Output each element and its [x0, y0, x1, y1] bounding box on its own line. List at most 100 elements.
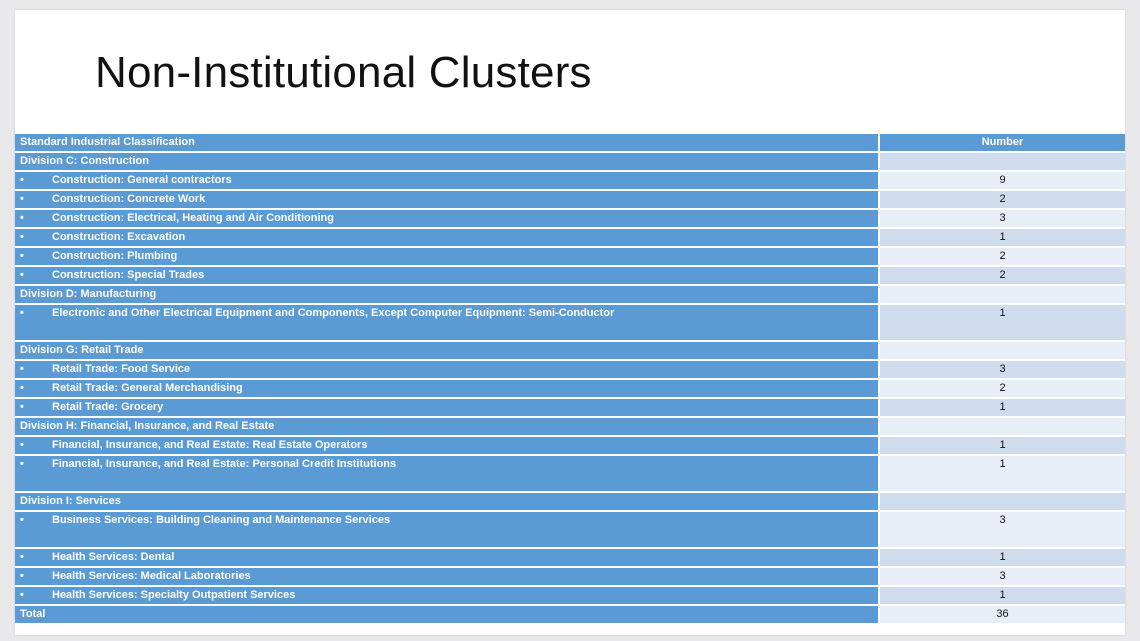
table-row: • Construction: Electrical, Heating and A…	[15, 208, 1125, 228]
classification-cell: Division G: Retail Trade	[15, 340, 880, 360]
number-cell: 1	[879, 435, 1125, 455]
classification-cell: • Retail Trade: General Merchandising	[15, 378, 880, 398]
number-cell: 36	[879, 604, 1125, 623]
classification-label: Division D: Manufacturing	[20, 288, 157, 300]
classification-cell: • Health Services: Dental	[15, 547, 880, 567]
header-number: Number	[879, 132, 1125, 152]
bullet-icon: •	[20, 458, 24, 470]
classification-label: Total	[20, 608, 46, 620]
division-row: Division I: Services	[15, 491, 1125, 511]
classification-label: Construction: Concrete Work	[52, 193, 206, 205]
table-row: • Construction: Special Trades 2	[15, 265, 1125, 285]
table-header-row: Standard Industrial Classification Numbe…	[15, 132, 1125, 152]
classification-label: Construction: Electrical, Heating and Ai…	[52, 212, 334, 224]
number-cell: 1	[879, 227, 1125, 247]
classification-label: Division H: Financial, Insurance, and Re…	[20, 420, 275, 432]
number-cell: 2	[879, 189, 1125, 209]
bullet-icon: •	[20, 307, 24, 319]
number-cell	[879, 151, 1125, 171]
bullet-icon: •	[20, 551, 24, 563]
bullet-icon: •	[20, 382, 24, 394]
table-row: • Financial, Insurance, and Real Estate: …	[15, 435, 1125, 455]
division-row: Division D: Manufacturing	[15, 284, 1125, 304]
table-row: • Retail Trade: General Merchandising 2	[15, 378, 1125, 398]
division-row: Division C: Construction	[15, 151, 1125, 171]
table-row: • Financial, Insurance, and Real Estate: …	[15, 454, 1125, 492]
classification-label: Business Services: Building Cleaning and…	[52, 514, 391, 526]
bullet-icon: •	[20, 401, 24, 413]
classification-label: Health Services: Specialty Outpatient Se…	[52, 589, 296, 601]
bullet-icon: •	[20, 193, 24, 205]
sic-table: Standard Industrial Classification Numbe…	[15, 132, 1125, 623]
number-cell: 2	[879, 265, 1125, 285]
classification-label: Construction: General contractors	[52, 174, 232, 186]
table-row: • Electronic and Other Electrical Equipme…	[15, 303, 1125, 341]
classification-cell: • Construction: Concrete Work	[15, 189, 880, 209]
classification-cell: Division D: Manufacturing	[15, 284, 880, 304]
classification-label: Financial, Insurance, and Real Estate: R…	[52, 439, 368, 451]
classification-cell: • Construction: Electrical, Heating and A…	[15, 208, 880, 228]
number-cell	[879, 340, 1125, 360]
table-row: • Construction: Excavation 1	[15, 227, 1125, 247]
classification-label: Retail Trade: General Merchandising	[52, 382, 243, 394]
classification-cell: • Construction: Excavation	[15, 227, 880, 247]
bullet-icon: •	[20, 514, 24, 526]
bullet-icon: •	[20, 589, 24, 601]
table-row: • Business Services: Building Cleaning an…	[15, 510, 1125, 548]
bullet-icon: •	[20, 269, 24, 281]
bullet-icon: •	[20, 363, 24, 375]
table-body: Division C: Construction • Construction: G…	[15, 151, 1125, 623]
classification-cell: • Retail Trade: Grocery	[15, 397, 880, 417]
number-cell: 2	[879, 246, 1125, 266]
classification-label: Retail Trade: Grocery	[52, 401, 164, 413]
number-cell: 1	[879, 454, 1125, 492]
slide-title: Non-Institutional Clusters	[95, 48, 592, 97]
classification-cell: • Financial, Insurance, and Real Estate: …	[15, 435, 880, 455]
total-row: Total 36	[15, 604, 1125, 623]
number-cell: 3	[879, 566, 1125, 586]
number-cell: 1	[879, 585, 1125, 605]
division-row: Division H: Financial, Insurance, and Re…	[15, 416, 1125, 436]
classification-label: Construction: Excavation	[52, 231, 186, 243]
classification-label: Construction: Special Trades	[52, 269, 205, 281]
table-row: • Construction: General contractors 9	[15, 170, 1125, 190]
table-row: • Health Services: Specialty Outpatient S…	[15, 585, 1125, 605]
classification-cell: • Retail Trade: Food Service	[15, 359, 880, 379]
classification-label: Retail Trade: Food Service	[52, 363, 191, 375]
table-row: • Health Services: Dental 1	[15, 547, 1125, 567]
number-cell: 3	[879, 510, 1125, 548]
classification-cell: • Electronic and Other Electrical Equipme…	[15, 303, 880, 341]
number-cell: 1	[879, 547, 1125, 567]
classification-label: Health Services: Dental	[52, 551, 175, 563]
classification-cell: Total	[15, 604, 880, 623]
division-row: Division G: Retail Trade	[15, 340, 1125, 360]
classification-cell: Division C: Construction	[15, 151, 880, 171]
number-cell: 3	[879, 208, 1125, 228]
bullet-icon: •	[20, 174, 24, 186]
classification-cell: Division H: Financial, Insurance, and Re…	[15, 416, 880, 436]
bullet-icon: •	[20, 439, 24, 451]
number-cell	[879, 416, 1125, 436]
classification-cell: • Construction: General contractors	[15, 170, 880, 190]
classification-label: Division I: Services	[20, 495, 121, 507]
bullet-icon: •	[20, 212, 24, 224]
classification-label: Division G: Retail Trade	[20, 344, 144, 356]
classification-cell: • Construction: Special Trades	[15, 265, 880, 285]
number-cell: 2	[879, 378, 1125, 398]
number-cell: 9	[879, 170, 1125, 190]
number-cell: 1	[879, 303, 1125, 341]
bullet-icon: •	[20, 231, 24, 243]
bullet-icon: •	[20, 570, 24, 582]
classification-cell: •Health Services: Medical Laboratories	[15, 566, 880, 586]
classification-label: Electronic and Other Electrical Equipmen…	[52, 307, 615, 319]
number-cell	[879, 491, 1125, 511]
classification-cell: • Business Services: Building Cleaning an…	[15, 510, 880, 548]
classification-label: Financial, Insurance, and Real Estate: P…	[52, 458, 397, 470]
classification-cell: Division I: Services	[15, 491, 880, 511]
classification-label: Division C: Construction	[20, 155, 149, 167]
classification-cell: •Construction: Plumbing	[15, 246, 880, 266]
header-classification: Standard Industrial Classification	[15, 132, 880, 152]
